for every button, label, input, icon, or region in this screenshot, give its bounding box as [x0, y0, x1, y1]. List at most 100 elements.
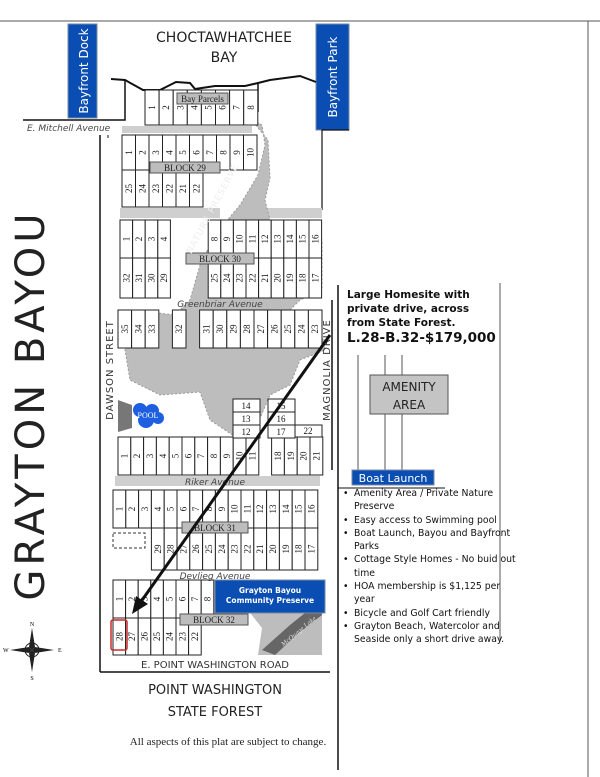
lot-number: 35	[120, 324, 130, 334]
lot-number: 8	[210, 236, 220, 241]
lot-number: 3	[151, 150, 161, 155]
dashed-lot	[112, 532, 146, 549]
block29-lot[interactable]	[243, 134, 258, 171]
disclaimer: All aspects of this plat are subject to …	[130, 736, 327, 748]
lot-number: 15	[294, 504, 304, 514]
pool[interactable]: POOL	[118, 400, 164, 432]
bayfront-dock-label: Bayfront Dock	[77, 28, 91, 113]
lot-number: 7	[205, 150, 215, 155]
greenbriar-block-lot[interactable]	[307, 309, 323, 349]
lot-number: 23	[151, 184, 161, 194]
lot-number: 8	[218, 150, 228, 155]
lot-number: 23	[230, 544, 240, 554]
lot-number: 5	[166, 506, 176, 511]
lot-number: 6	[218, 105, 228, 110]
lot-number: 28	[166, 544, 176, 554]
lot-number: 20	[273, 273, 283, 283]
lot-number: 23	[177, 632, 187, 642]
lot-number: 9	[222, 453, 232, 458]
inner-lot[interactable]	[294, 424, 323, 438]
greenbriar-block-lot[interactable]	[144, 309, 160, 349]
lot-number: 30	[215, 324, 225, 334]
lot-number: 11	[247, 452, 257, 461]
amenity-area[interactable]: AMENITY AREA	[357, 355, 449, 470]
lot-number: 1	[114, 597, 124, 602]
lot-number: 5	[203, 105, 213, 110]
lot-number: 2	[134, 237, 144, 242]
lot-number: 17	[310, 273, 320, 283]
lot-number: 12	[260, 235, 270, 244]
svg-text:22: 22	[304, 426, 313, 436]
lot-number: 34	[133, 324, 143, 334]
lot-number: 24	[165, 632, 175, 642]
street-mitchell: E. Mitchell Avenue	[27, 124, 111, 134]
lot-number: 27	[256, 324, 266, 334]
lot-number: 10	[230, 504, 240, 514]
amenity-line1: AMENITY	[382, 380, 436, 394]
lot-number: 25	[283, 324, 293, 334]
block31-lot[interactable]	[304, 527, 319, 571]
boat-launch[interactable]: Boat Launch	[351, 469, 435, 486]
highlighted-lot-28[interactable]	[110, 619, 128, 651]
lot-number: 24	[217, 544, 227, 554]
lot-number: 21	[178, 184, 188, 193]
arrow-to-lot	[138, 334, 332, 604]
lot-number: 26	[191, 544, 201, 554]
lot-number: 26	[269, 324, 279, 334]
lot-number: 20	[268, 544, 278, 554]
state-forest-line2: STATE FOREST	[168, 705, 263, 720]
lot-number: 33	[147, 324, 157, 334]
svg-text:E: E	[58, 648, 62, 654]
listing-headline: Large Homesite with private drive, acros…	[347, 289, 470, 329]
block-label-text: BLOCK 32	[193, 615, 235, 625]
lot-number: 29	[229, 324, 239, 334]
bay-parcel-lot[interactable]	[243, 89, 259, 126]
svg-text:Community Preserve: Community Preserve	[226, 596, 314, 605]
lot-number: 21	[255, 545, 265, 554]
greenbriar-block-lot[interactable]	[171, 309, 187, 349]
block-label-text: BLOCK 29	[164, 163, 206, 173]
lot-number: 14	[281, 504, 291, 514]
lot-number: 6	[178, 506, 188, 511]
pool-label: POOL	[138, 411, 159, 420]
lot-number: 1	[121, 237, 131, 242]
lot-number: 17	[306, 544, 316, 554]
lot-number: 4	[153, 506, 163, 511]
lot-number: 9	[232, 150, 242, 155]
block30-lot[interactable]	[157, 257, 171, 299]
svg-text:N: N	[30, 622, 35, 628]
lot-number: 29	[153, 544, 163, 554]
feature-item: Cottage Style Homes - No buid out time	[343, 553, 516, 580]
street-magnolia: MAGNOLIA DRIVE	[322, 319, 333, 421]
lot-number: 19	[281, 544, 291, 554]
lot-number: 21	[311, 452, 321, 461]
lot-number: 1	[119, 454, 129, 459]
bayfront-dock[interactable]: Bayfront Dock	[67, 23, 98, 119]
lot-number: 3	[145, 453, 155, 458]
lot-number: 10	[235, 234, 245, 244]
lot-number: 2	[137, 150, 147, 155]
lot-number: 25	[204, 544, 214, 554]
lot-number: 25	[210, 273, 220, 283]
lot-number: 22	[242, 545, 252, 554]
lot-number: 32	[174, 325, 184, 334]
bayfront-park[interactable]: Bayfront Park	[315, 23, 350, 131]
lot-number: 5	[171, 453, 181, 458]
listing-price: L.28-B.32-$179,000	[347, 330, 496, 346]
street-riker: Riker Avenue	[185, 478, 245, 488]
block30-lot[interactable]	[308, 257, 323, 299]
lot-number: 30	[147, 273, 157, 283]
lot-number: 1	[147, 105, 157, 110]
community-preserve[interactable]: Grayton Bayou Community Preserve	[214, 579, 326, 614]
block-label-text: Bay Parcels	[181, 94, 224, 104]
lot-number: 20	[299, 451, 309, 461]
lot-number: 31	[134, 274, 144, 283]
lot-number: 19	[285, 273, 295, 283]
feature-item: HOA membership is $1,125 per year	[343, 580, 516, 607]
lot-number: 7	[190, 596, 200, 601]
lot-number: 16	[310, 234, 320, 244]
arrow-head	[132, 596, 148, 614]
bayfront-park-label: Bayfront Park	[326, 36, 340, 117]
lot-number: 22	[191, 184, 201, 193]
